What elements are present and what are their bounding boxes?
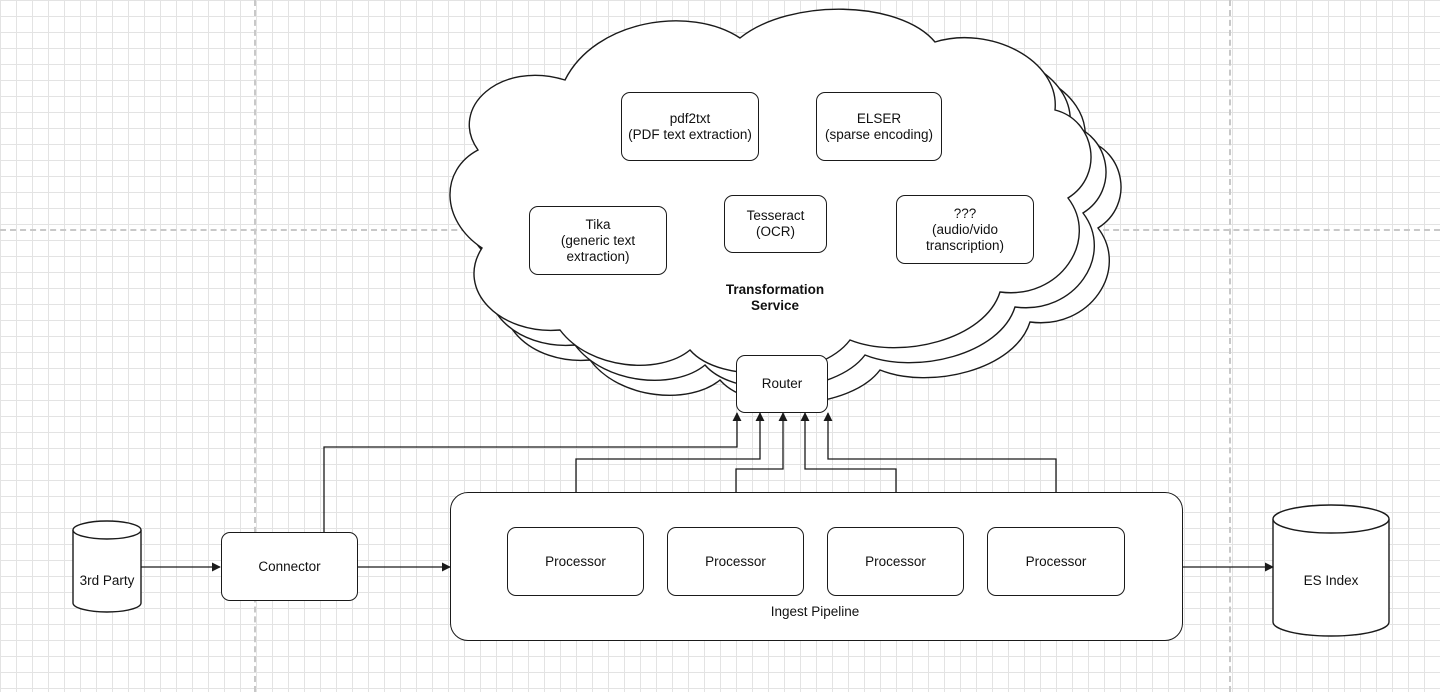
source-label: 3rd Party [79,573,135,588]
processor-label: Processor [705,553,766,569]
connector-label: Connector [258,558,321,574]
page-break-line [254,0,256,692]
service-label: Tika (generic text extraction) [560,216,636,264]
service-pdf2txt[interactable]: pdf2txt (PDF text extraction) [621,92,759,161]
service-tesseract[interactable]: Tesseract (OCR) [724,195,827,253]
cloud-title: Transformation Service [725,282,825,313]
processor-label: Processor [865,553,926,569]
service-elser[interactable]: ELSER (sparse encoding) [816,92,942,161]
service-label: pdf2txt (PDF text extraction) [628,110,752,142]
source-cylinder [72,520,142,613]
service-label: Tesseract (OCR) [746,208,805,239]
processor-label: Processor [545,553,606,569]
destination-label: ES Index [1303,573,1359,588]
processor-node[interactable]: Processor [827,527,964,596]
service-label: ??? (audio/vido transcription) [925,205,1005,253]
processor-node[interactable]: Processor [987,527,1125,596]
processor-node[interactable]: Processor [667,527,804,596]
service-label: ELSER (sparse encoding) [824,110,934,142]
service-tika[interactable]: Tika (generic text extraction) [529,206,667,275]
page-break-line [1229,0,1231,692]
pipeline-label: Ingest Pipeline [770,604,860,619]
service-transcription[interactable]: ??? (audio/vido transcription) [896,195,1034,264]
destination-cylinder [1272,504,1390,637]
router-label: Router [761,376,803,391]
processor-label: Processor [1025,553,1087,569]
processor-node[interactable]: Processor [507,527,644,596]
edge-connector-router[interactable] [323,412,742,532]
connector-node[interactable]: Connector [221,532,358,601]
router-node[interactable]: Router [736,355,828,413]
